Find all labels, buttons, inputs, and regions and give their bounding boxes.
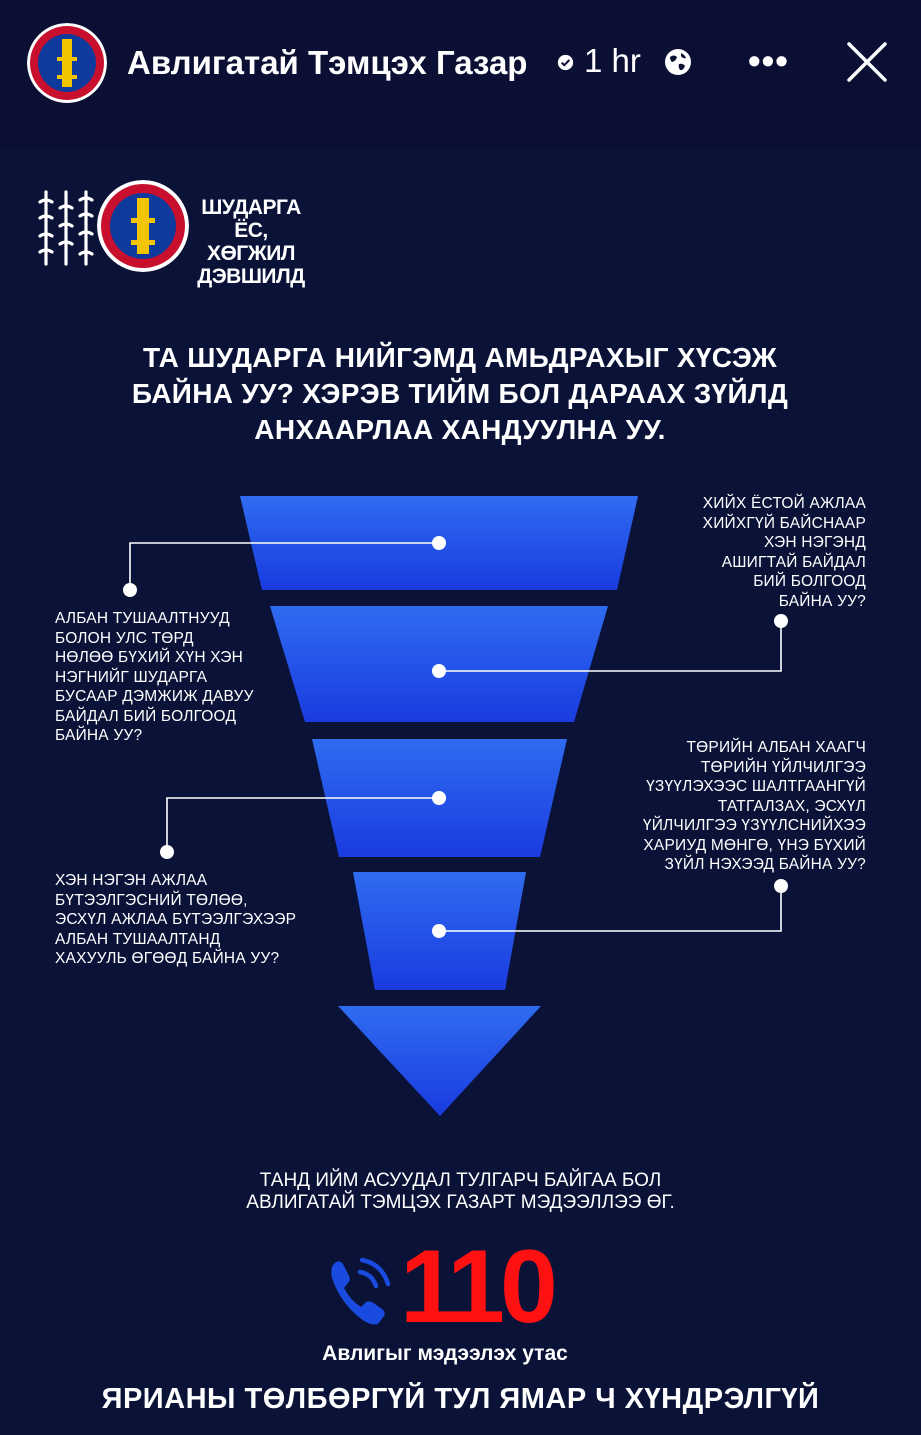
question-line: АШИГТАЙ БАЙДАЛ [721, 553, 866, 571]
hotline-number: 110 [400, 1229, 558, 1345]
question-line: АЛБАН ТУШААЛТНУУД [55, 610, 230, 627]
question-line: ЗҮЙЛ НЭХЭЭД БАЙНА УУ? [664, 856, 866, 873]
question-line: ЭСХҮЛ АЖЛАА БҮТЭЭЛГЭХЭЭР [55, 911, 297, 928]
agency-emblem [97, 180, 189, 272]
footer-line: АВЛИГАТАЙ ТЭМЦЭХ ГАЗАРТ МЭДЭЭЛЛЭЭ ӨГ. [246, 1192, 675, 1213]
question-line: НӨЛӨӨ БҮХИЙ ХҮН ХЭН [55, 649, 243, 666]
post-time: 1 hr [584, 42, 641, 79]
question-line: БҮТЭЭЛГЭСНИЙ ТӨЛӨӨ, [55, 891, 248, 909]
question-1: ХИЙХ ЁСТОЙ АЖЛАА ХИЙХГҮЙ БАЙСНААР ХЭН НЭ… [600, 494, 866, 611]
slogan-line: ХӨГЖИЛ [206, 242, 296, 265]
question-line: БУСААР ДЭМЖИЖ ДАВУУ [55, 688, 254, 705]
more-options-button[interactable]: ••• [748, 40, 789, 81]
headline-line: БАЙНА УУ? ХЭРЭВ ТИЙМ БОЛ ДАРААХ ЗҮЙЛД [131, 378, 789, 409]
verified-icon [557, 54, 574, 71]
hotline-label: Авлигыг мэдээлэх утас [322, 1342, 568, 1365]
story-header: Авлигатай Тэмцэх Газар 1 hr ••• [0, 0, 921, 140]
slogan: ШУДАРГА ЁС, ХӨГЖИЛ ДЭВШИЛД [192, 196, 310, 288]
question-line: ХИЙХ ЁСТОЙ АЖЛАА [702, 495, 866, 512]
question-line: АЛБАН ТУШААЛТАНД [55, 930, 221, 948]
headline-line: АНХААРЛАА ХАНДУУЛНА УУ. [254, 414, 666, 445]
question-line: ҮЙЛЧИЛГЭЭ ҮЗҮҮЛСНИЙХЭЭ [642, 817, 866, 834]
question-3: ТӨРИЙН АЛБАН ХААГЧ ТӨРИЙН ҮЙЛЧИЛГЭЭ ҮЗҮҮ… [600, 738, 866, 875]
page-name[interactable]: Авлигатай Тэмцэх Газар [127, 44, 528, 81]
close-icon[interactable] [845, 40, 889, 84]
globe-icon [665, 49, 691, 75]
question-4: ХЭН НЭГЭН АЖЛАА БҮТЭЭЛГЭСНИЙ ТӨЛӨӨ, ЭСХҮ… [55, 871, 325, 969]
phone-icon [331, 1257, 391, 1325]
footer-line: ТАНД ИЙМ АСУУДАЛ ТУЛГАРЧ БАЙГАА БОЛ [259, 1170, 662, 1191]
report-call-to-action: ТАНД ИЙМ АСУУДАЛ ТУЛГАРЧ БАЙГАА БОЛ АВЛИ… [160, 1170, 761, 1214]
question-line: ТАТГАЛЗАХ, ЭСХҮЛ [717, 797, 866, 815]
question-line: ҮЗҮҮЛЭХЭЭС ШАЛТГААНГҮЙ [646, 778, 866, 795]
headline-line: ТА ШУДАРГА НИЙГЭМД АМЬДРАХЫГ ХҮСЭЖ [143, 342, 777, 373]
question-line: БАЙНА УУ? [55, 727, 143, 744]
mongolian-script-logo [38, 190, 94, 266]
bottom-slogan: ЯРИАНЫ ТӨЛБӨРГҮЙ ТУЛ ЯМАР Ч ХҮНДРЭЛГҮЙ [101, 1383, 820, 1415]
question-line: ХАХУУЛЬ ӨГӨӨД БАЙНА УУ? [55, 950, 280, 967]
slogan-line: ШУДАРГА ЁС, [201, 196, 301, 242]
headline: ТА ШУДАРГА НИЙГЭМД АМЬДРАХЫГ ХҮСЭЖ БАЙНА… [60, 340, 860, 448]
question-line: БИЙ БОЛГООД [753, 573, 866, 590]
question-line: БАЙДАЛ БИЙ БОЛГООД [55, 707, 237, 725]
question-line: ХАРИУД МӨНГӨ, ҮНЭ БҮХИЙ [643, 836, 866, 854]
question-line: ХИЙХГҮЙ БАЙСНААР [702, 514, 866, 532]
question-2: АЛБАН ТУШААЛТНУУД БОЛОН УЛС ТӨРД НӨЛӨӨ Б… [55, 609, 315, 746]
question-line: ХЭН НЭГЭН АЖЛАА [55, 872, 208, 889]
question-line: ТӨРИЙН АЛБАН ХААГЧ [686, 739, 866, 756]
page-avatar[interactable] [27, 23, 107, 103]
question-line: ТӨРИЙН ҮЙЛЧИЛГЭЭ [700, 758, 866, 776]
question-line: ХЭН НЭГЭНД [763, 534, 866, 551]
question-line: НЭГНИЙГ ШУДАРГА [55, 668, 208, 686]
slogan-line: ДЭВШИЛД [197, 265, 305, 288]
question-line: БОЛОН УЛС ТӨРД [55, 629, 194, 647]
question-line: БАЙНА УУ? [778, 592, 866, 610]
